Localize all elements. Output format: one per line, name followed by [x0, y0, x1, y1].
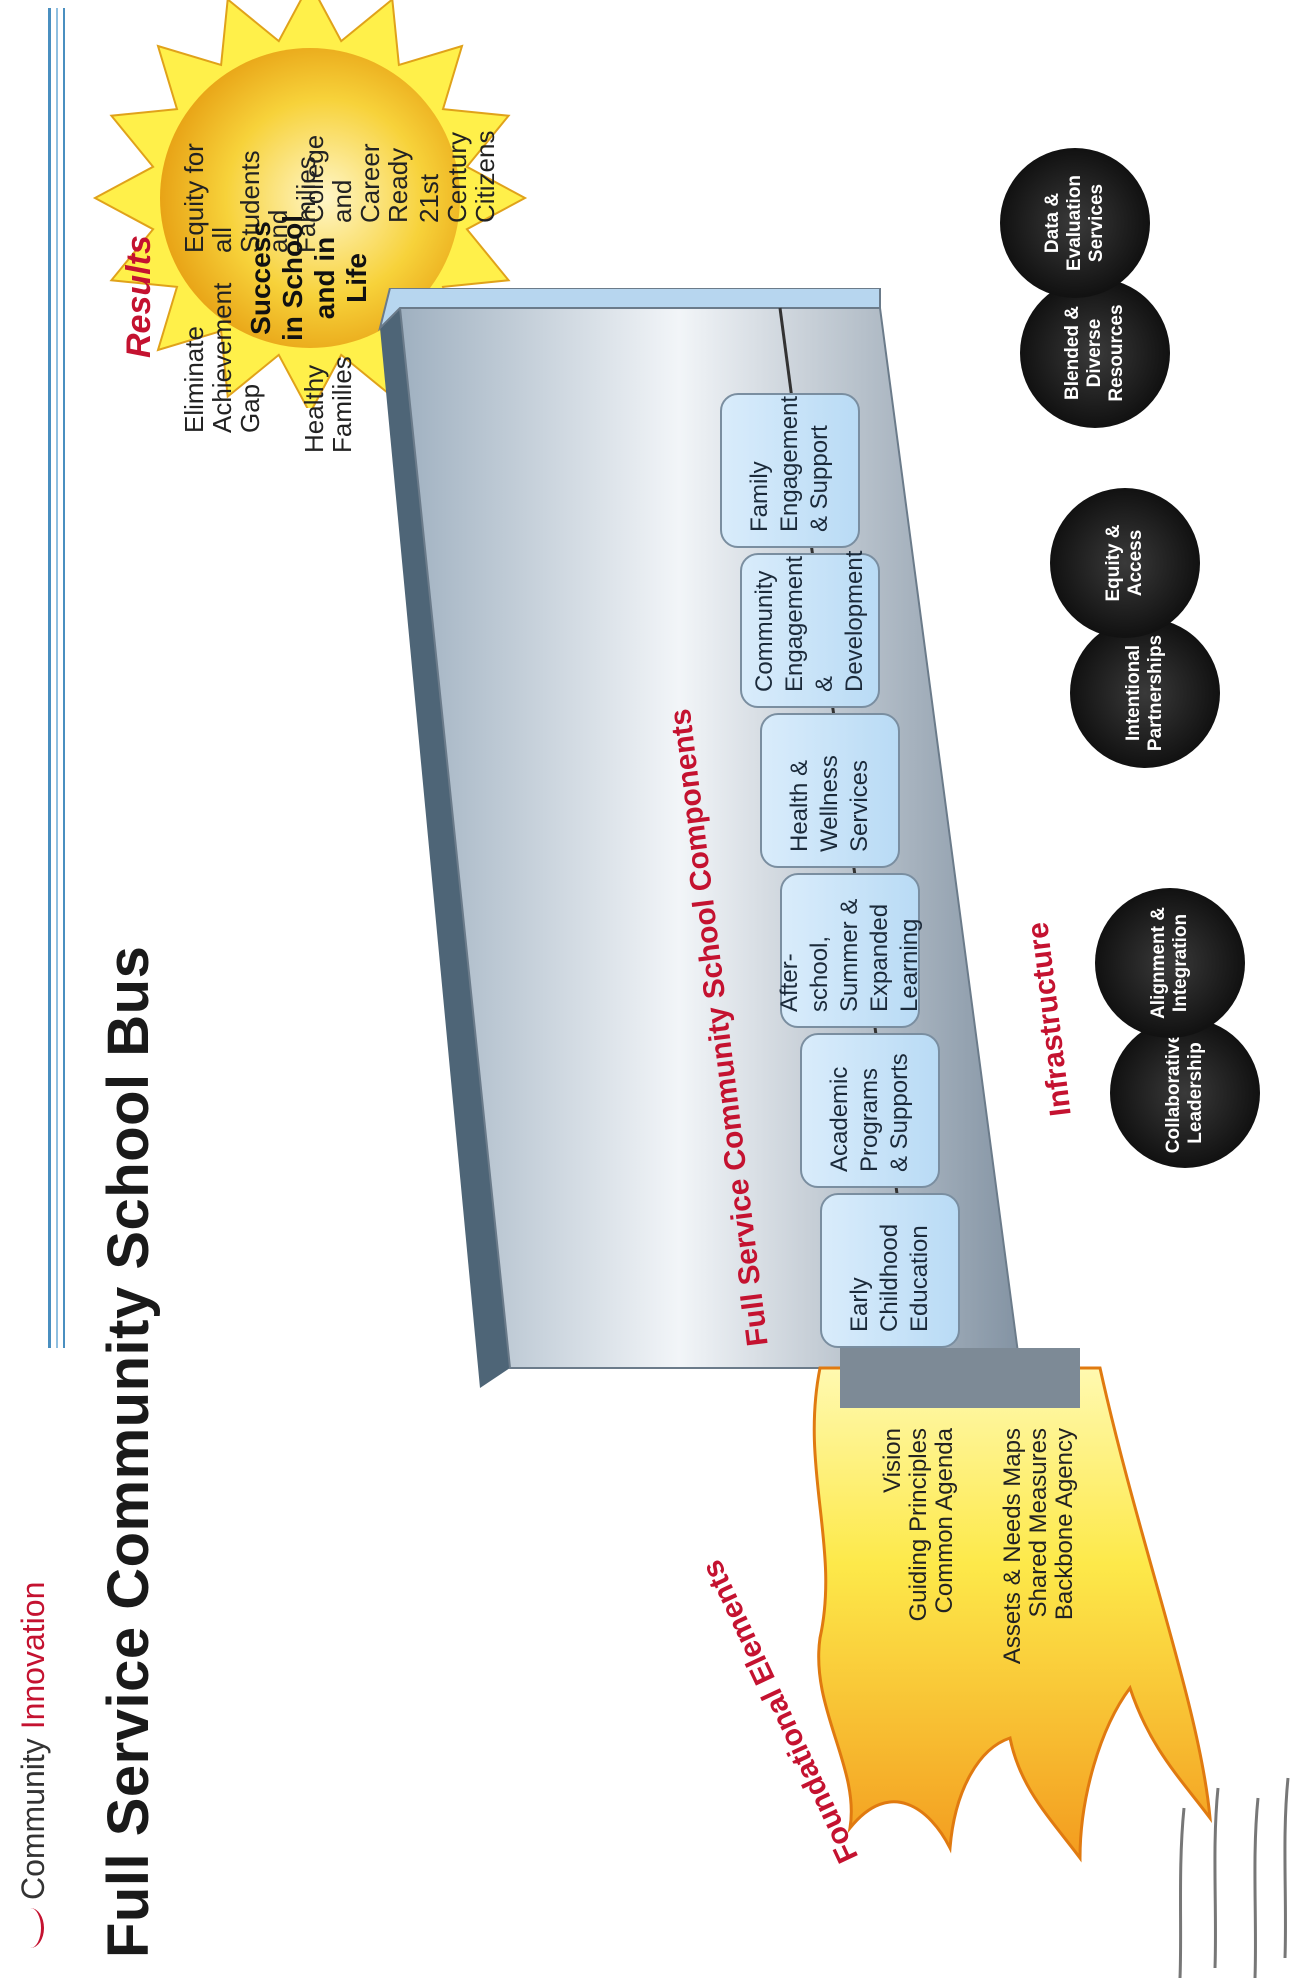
wheel-blended-resources: Blended & Diverse Resources: [1020, 278, 1170, 428]
result-item: Healthy Families: [300, 343, 356, 453]
header-rule-2: [56, 8, 58, 1348]
foundational-item: Backbone Agency: [1052, 1428, 1078, 1708]
foundational-item: Assets & Needs Maps: [1000, 1428, 1026, 1708]
wheel-equity-access: Equity & Access: [1050, 488, 1200, 638]
foundational-group-2: Assets & Needs Maps Shared Measures Back…: [1000, 1428, 1078, 1708]
speed-lines-icon: [1160, 1758, 1300, 1988]
wheel-alignment-integration: Alignment & Integration: [1095, 888, 1245, 1038]
component-box: Community Engagement & Development: [740, 553, 880, 708]
results-center: Success in School and in Life: [245, 213, 373, 343]
result-item: College and Career Ready: [300, 93, 412, 223]
page-title: Full Service Community School Bus: [95, 946, 162, 1958]
brand-accent: Innovation: [15, 1582, 51, 1730]
brand-logo: Community Innovation: [15, 1582, 52, 1948]
foundational-group-1: Vision Guiding Principles Common Agenda: [880, 1428, 958, 1708]
component-box: Early Childhood Education: [820, 1193, 960, 1348]
wheel-data-evaluation: Data & Evaluation Services: [1000, 148, 1150, 298]
results-title: Results: [120, 235, 159, 358]
result-item: 21st Century Citizens: [415, 93, 499, 223]
wheel-collaborative-leadership: Collaborative Leadership: [1110, 1018, 1260, 1168]
foundational-item: Vision: [880, 1428, 906, 1708]
logo-swoosh-icon: [17, 1908, 44, 1948]
component-box: Family Engagement & Support: [720, 393, 860, 548]
component-box: Health & Wellness Services: [760, 713, 900, 868]
foundational-item: Guiding Principles: [906, 1428, 932, 1708]
foundational-item: Common Agenda: [932, 1428, 958, 1708]
wheel-intentional-partnerships: Intentional Partnerships: [1070, 618, 1220, 768]
foundational-item: Shared Measures: [1026, 1428, 1052, 1708]
brand-prefix: Community: [15, 1738, 51, 1900]
component-box: Academic Programs & Supports: [800, 1033, 940, 1188]
component-box: After-school, Summer & Expanded Learning: [780, 873, 920, 1028]
header-rule: [48, 8, 51, 1348]
